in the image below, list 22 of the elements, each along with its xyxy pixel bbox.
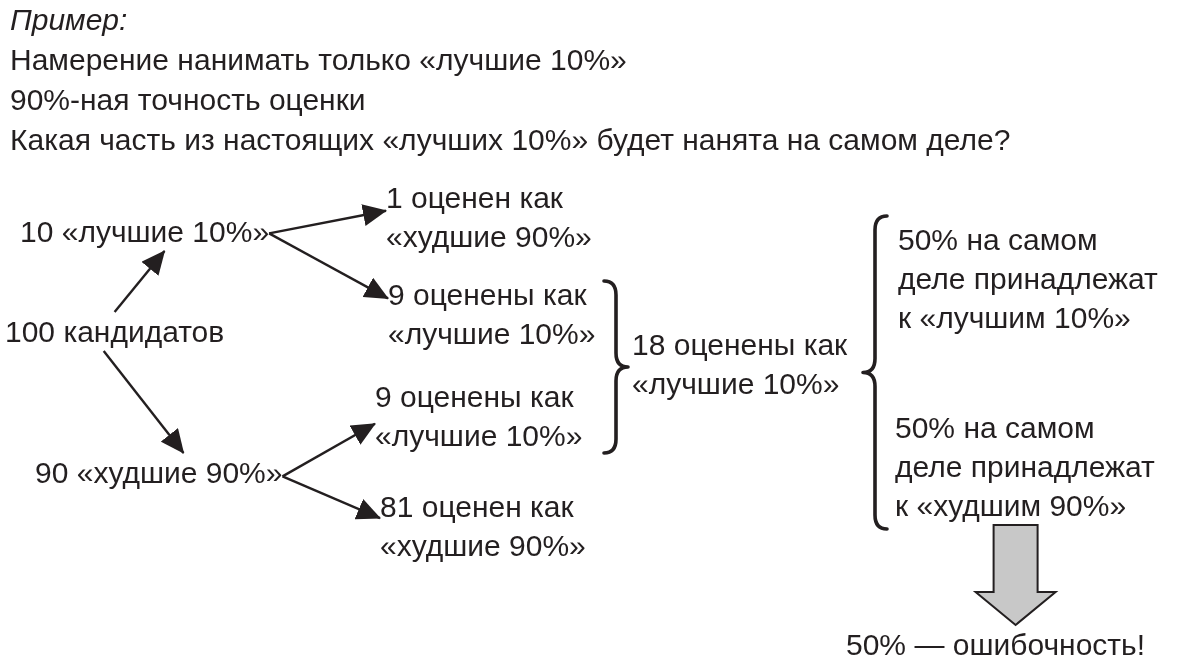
node-text: 9 оценены как «лучшие 10%» [375, 377, 595, 455]
arrow [102, 350, 185, 454]
note-text: Какая часть из настоящих «лучших 10%» будет нанята на самом деле? [10, 122, 1011, 158]
node-text: 18 оценены как «лучшие 10%» [632, 325, 862, 403]
heading: Пример: [10, 2, 128, 38]
note-text: Намерение нанимать только «лучшие 10%» [10, 42, 627, 78]
node-text: 50% на самом деле принадлежат к «худшим 90%» [895, 408, 1163, 525]
node-text: 9 оценены как «лучшие 10%» [388, 275, 603, 353]
arrow [282, 475, 381, 520]
node-text: 50% на самом деле принадлежат к «лучшим 10%» [898, 220, 1166, 337]
arrow [281, 422, 376, 478]
node-text: 1 оценен как «худшие 90%» [386, 178, 601, 256]
block-arrow [972, 524, 1059, 627]
node-text: 100 кандидатов [5, 312, 225, 351]
note-text: 90%-ная точность оценки [10, 82, 366, 118]
arrow [113, 250, 166, 313]
arrow [268, 204, 387, 235]
node-text: 10 «лучшие 10%» [20, 212, 270, 251]
node-text: 50% — ошибочность! [846, 625, 1146, 664]
node-text: 81 оценен как «худшие 90%» [380, 487, 602, 565]
arrow [268, 232, 389, 300]
node-text: 90 «худшие 90%» [35, 453, 283, 492]
